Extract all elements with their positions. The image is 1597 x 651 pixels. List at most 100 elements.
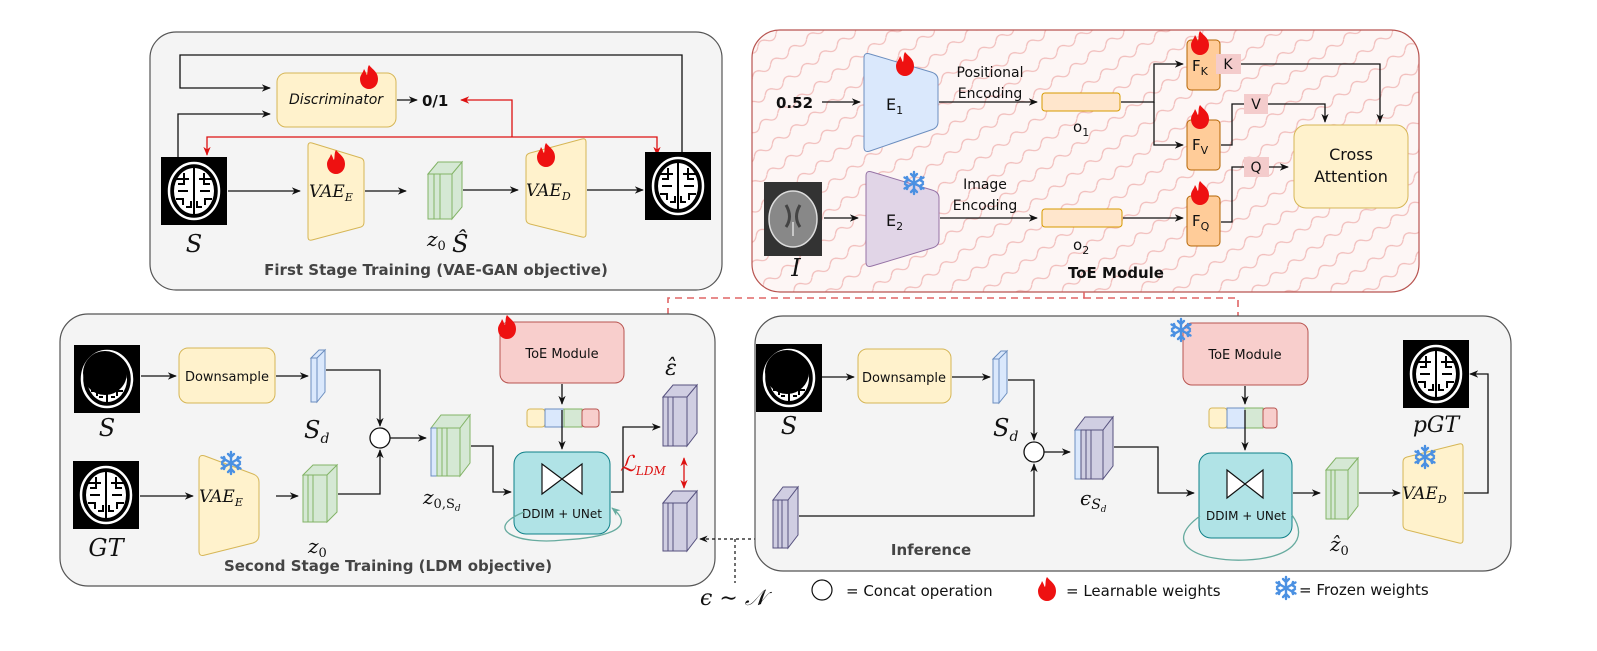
discriminator-output: 0/1 [422,92,448,110]
snowflake-icon [1275,575,1297,601]
loss-label: ℒLDM [620,452,666,478]
legend-concat: = Concat operation [846,582,993,600]
sd-tensor [991,349,1009,405]
eps-sd-tensor [1073,415,1115,481]
legend-learnable: = Learnable weights [1066,582,1221,600]
pgt-label: pGT [1413,413,1462,438]
svg-text:DDIM + UNet: DDIM + UNet [1206,509,1286,523]
gt-brain-image [71,459,141,531]
latent-z0 [426,160,464,221]
inference-panel: S Downsample Sd ϵSd [754,315,1512,572]
first-stage-title: First Stage Training (VAE-GAN objective) [264,261,608,279]
reconstructed-brain-image [643,150,713,222]
svg-text:E2: E2 [886,211,903,233]
svg-text:Cross: Cross [1329,145,1373,164]
svg-text:VAED: VAED [1402,484,1447,506]
fv-block: FV [1186,105,1221,171]
sd-label: Sd [304,416,329,447]
masked-brain-image [754,342,824,414]
flame-icon [1038,577,1056,601]
concat-operation [369,427,391,449]
z0-hat-label: ẑ0 [1329,532,1349,559]
toe-link-inference [1084,297,1239,322]
downsample-block: Downsample [857,348,952,404]
reconstruction-label: Ŝ [452,229,468,258]
red-adversarial-arrow [460,96,513,137]
svg-text:FV: FV [1192,136,1209,157]
gt-label: GT [88,534,125,562]
latent-label: z0 [426,227,446,254]
image-label: I [790,254,801,282]
encoder-e1: E1 [863,52,939,152]
downsample-block: Downsample [178,347,276,404]
svg-text:VAED: VAED [526,181,571,203]
toe-module-block: ToE Module [1170,317,1309,386]
ct-image [764,182,822,256]
predicted-noise-tensor [661,383,699,448]
feedback-arrow [179,54,683,157]
toe-module-title: ToE Module [1068,264,1164,282]
svg-text:V: V [1251,97,1261,113]
svg-text:Downsample: Downsample [862,371,946,386]
positional-encoding-label: Positional [957,65,1024,81]
fk-block: FK [1186,31,1221,91]
input-label: S [186,230,202,258]
fq-block: FQ [1186,181,1221,247]
o2-label: o2 [1073,236,1089,257]
pseudo-gt-brain-image [1401,338,1471,410]
embedding-o1 [1041,92,1121,112]
svg-text:DDIM + UNet: DDIM + UNet [522,507,602,521]
legend: = Concat operation = Learnable weights =… [811,575,1429,601]
red-reconstruction-arrow [203,136,661,156]
ordinal-input-value: 0.52 [776,94,813,112]
query-tag [1244,157,1269,177]
vae-decoder-frozen: VAED [1402,443,1464,544]
inference-title: Inference [891,541,971,559]
eps-sd-label: ϵSd [1080,486,1107,515]
svg-text:K: K [1223,57,1233,73]
z0-sd-tensor [429,413,472,478]
svg-text:Attention: Attention [1314,167,1388,186]
toe-module-panel: 0.52 E1 Positional Encoding o1 FK FV FQ [751,29,1420,293]
svg-text:Downsample: Downsample [185,370,269,385]
second-stage-panel: S Downsample Sd GT VAEE z0 [59,313,716,587]
s-label: S [99,414,115,442]
svg-text:Encoding: Encoding [958,86,1023,102]
input-brain-image [159,155,229,227]
noise-tensor [661,489,699,553]
sd-label: Sd [993,414,1018,445]
conditioning-vector [1208,407,1278,429]
vae-decoder: VAED [525,138,587,238]
conditioning-vector [526,408,600,428]
masked-brain-image [72,343,142,415]
svg-text:Q: Q [1250,160,1261,176]
svg-text:ToE Module: ToE Module [1207,348,1281,363]
concat-operation [1023,441,1045,463]
embedding-o2 [1041,208,1123,228]
ddim-unet-block: DDIM + UNet [504,451,622,542]
vae-encoder: VAEE [307,142,365,241]
discriminator-label: Discriminator [289,92,384,108]
concat-legend-icon [811,579,833,601]
svg-text:VAEE: VAEE [309,182,353,204]
eps-hat-label: ε̂ [665,356,677,381]
cross-attention-block: Cross Attention [1293,124,1409,209]
svg-text:E1: E1 [886,95,903,117]
svg-text:FQ: FQ [1192,212,1210,233]
z0-hat-tensor [1324,456,1360,521]
z0-label: z0 [307,534,327,561]
second-stage-title: Second Stage Training (LDM objective) [224,557,552,575]
value-tag [1244,94,1268,114]
toe-module-block: ToE Module [498,315,625,384]
discriminator-box: Discriminator [276,65,397,128]
input-to-discriminator-arrow [177,110,271,157]
svg-text:VAEE: VAEE [199,487,243,509]
key-tag [1216,54,1241,74]
z0-sd-label: z0,Sd [422,485,461,514]
s-label: S [781,412,797,440]
sd-tensor [309,348,327,404]
encoder-e2: E2 [865,170,940,267]
ddim-unet-block: DDIM + UNet [1183,452,1300,561]
o1-label: o1 [1073,118,1089,139]
